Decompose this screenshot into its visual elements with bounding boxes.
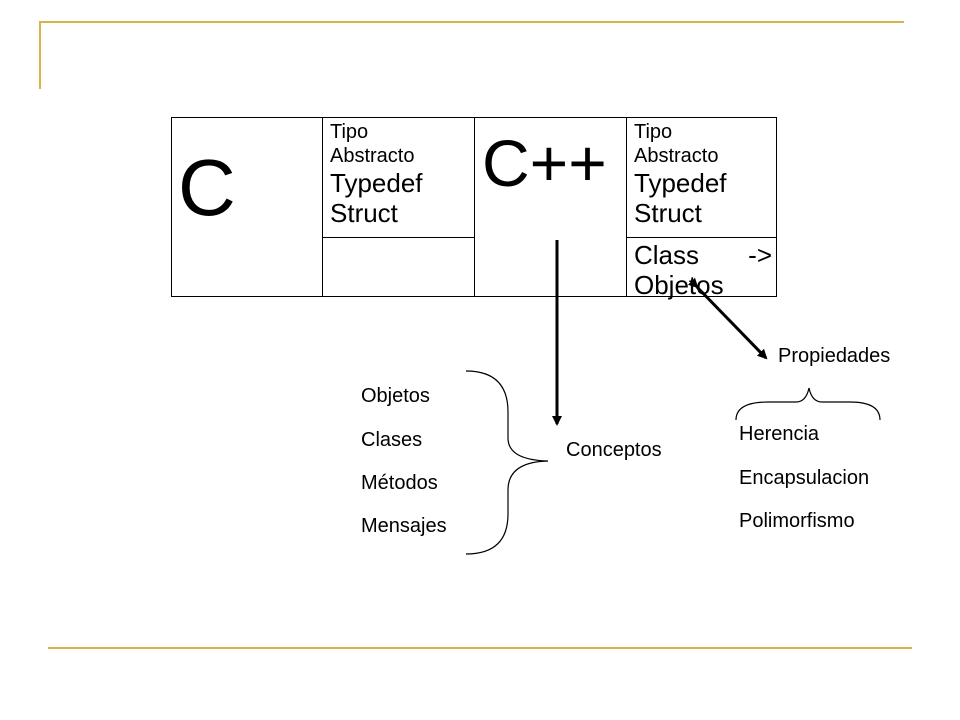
cpp-language-title: C++	[482, 126, 607, 200]
conceptos-label: Conceptos	[566, 439, 662, 461]
concepts-item-clases: Clases	[361, 429, 423, 451]
cpp-struct-label: Struct	[634, 198, 702, 228]
frame-left-line	[39, 21, 41, 89]
divider-3	[626, 118, 627, 296]
c-language-title: C	[178, 143, 236, 232]
cpp-abstracto-label: Abstracto	[634, 145, 719, 167]
c-tipo-label: Tipo	[330, 121, 369, 143]
divider-2	[474, 118, 475, 296]
arrow-to-propiedades	[687, 277, 768, 360]
frame-top-line	[40, 21, 904, 23]
properties-item-encapsulacion: Encapsulacion	[739, 467, 870, 489]
concepts-brace	[465, 370, 549, 555]
cpp-class-line: Class ->	[634, 240, 772, 270]
divider-h-cpp	[627, 237, 777, 238]
properties-item-polimorfismo: Polimorfismo	[739, 510, 855, 532]
c-typedef-label: Typedef	[330, 168, 423, 198]
concepts-item-objetos: Objetos	[361, 385, 430, 407]
propiedades-label: Propiedades	[778, 345, 891, 367]
cpp-typedef-label: Typedef	[634, 168, 727, 198]
concepts-item-metodos: Métodos	[361, 472, 438, 494]
properties-brace	[735, 387, 881, 421]
c-struct-label: Struct	[330, 198, 398, 228]
divider-h-c	[323, 237, 474, 238]
cpp-type-cell: Tipo Abstracto Typedef Struct	[634, 120, 774, 228]
cpp-class-label: Class	[634, 240, 700, 270]
cpp-tipo-label: Tipo	[634, 121, 673, 143]
c-abstracto-label: Abstracto	[330, 145, 415, 167]
c-type-cell: Tipo Abstracto Typedef Struct	[330, 120, 470, 228]
frame-bottom-line	[48, 647, 912, 649]
cpp-class-arrow: ->	[748, 240, 772, 270]
concepts-item-mensajes: Mensajes	[361, 515, 447, 537]
divider-1	[322, 118, 323, 296]
cpp-class-cell: Class -> Objetos	[634, 240, 772, 300]
properties-item-herencia: Herencia	[739, 423, 820, 445]
comparison-table: C Tipo Abstracto Typedef Struct C++ Tipo…	[171, 117, 777, 300]
